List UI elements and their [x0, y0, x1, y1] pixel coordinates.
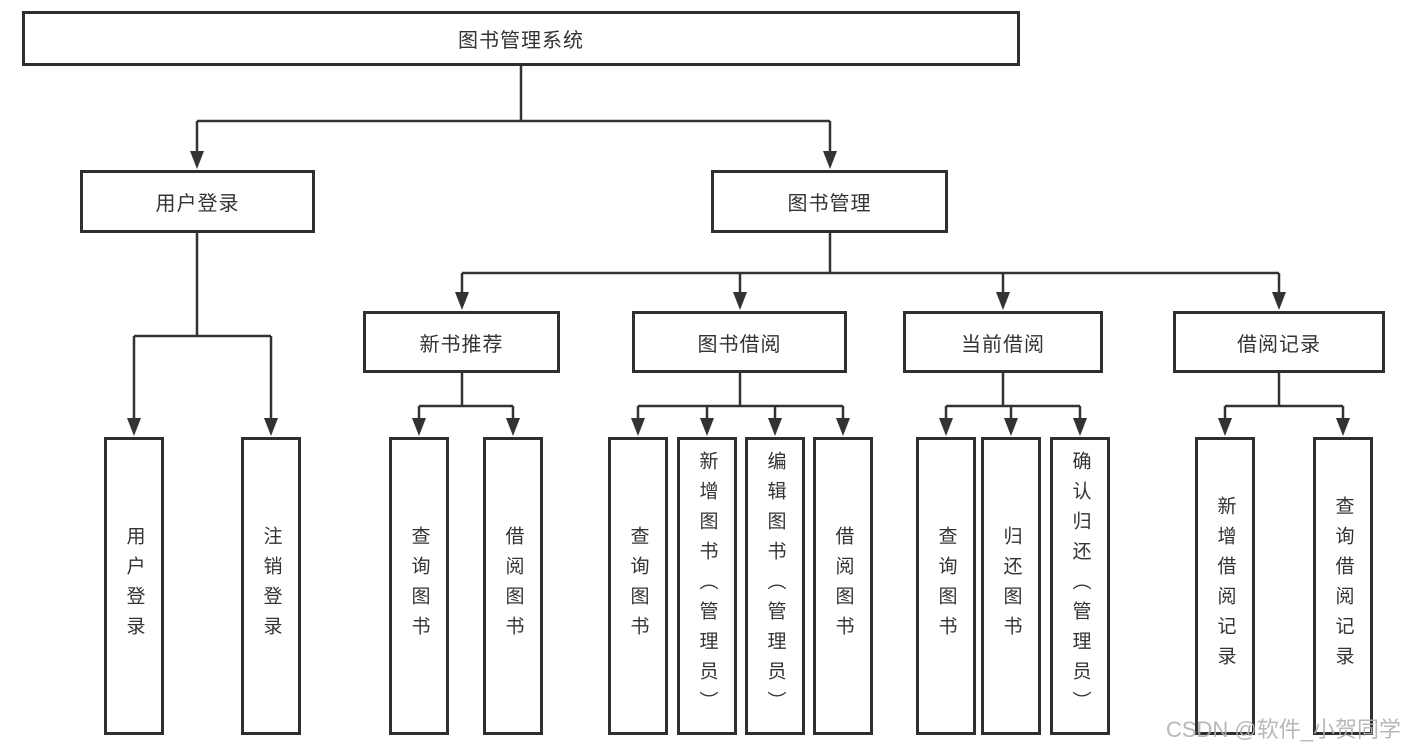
node-book-management: 图书管理 [711, 170, 948, 233]
leaf-label: 新增图书（管理员） [696, 451, 718, 721]
leaf-label: 编辑图书（管理员） [764, 451, 786, 721]
leaf-label: 查询图书 [408, 526, 430, 646]
node-user-login: 用户登录 [80, 170, 315, 233]
node-label: 图书借阅 [697, 333, 782, 356]
leaf-label: 查询借阅记录 [1332, 496, 1354, 676]
leaf-label: 借阅图书 [502, 526, 524, 646]
leaf-query-books-borrow: 查询图书 [608, 437, 668, 735]
node-new-book-recommend: 新书推荐 [363, 311, 560, 373]
leaf-return-books: 归还图书 [981, 437, 1041, 735]
connector-root-branch [190, 66, 837, 169]
leaf-borrow-books-recommend: 借阅图书 [483, 437, 543, 735]
csdn-watermark: CSDN @软件_小贺同学 [1165, 717, 1401, 742]
node-library-system: 图书管理系统 [22, 11, 1020, 66]
node-current-borrow: 当前借阅 [903, 311, 1103, 373]
connector-new-book-branch [412, 373, 520, 436]
leaf-edit-books-admin: 编辑图书（管理员） [745, 437, 805, 735]
connector-borrow-records-branch [1218, 373, 1350, 436]
leaf-user-login: 用户登录 [104, 437, 164, 735]
leaf-label: 借阅图书 [832, 526, 854, 646]
leaf-confirm-return-admin: 确认归还（管理员） [1050, 437, 1110, 735]
leaf-add-borrow-record: 新增借阅记录 [1195, 437, 1255, 735]
node-label: 图书管理 [787, 193, 872, 215]
node-label: 借阅记录 [1237, 333, 1321, 356]
connector-book-borrow-branch [631, 373, 850, 436]
connector-book-management-branch [455, 233, 1286, 310]
leaf-label: 新增借阅记录 [1214, 496, 1236, 676]
leaf-label: 查询图书 [627, 526, 649, 646]
leaf-logout: 注销登录 [241, 437, 301, 735]
leaf-query-books-current: 查询图书 [916, 437, 976, 735]
leaf-label: 归还图书 [1000, 526, 1022, 646]
node-label: 图书管理系统 [458, 30, 584, 52]
node-book-borrow: 图书借阅 [632, 311, 847, 373]
connector-current-borrow-branch [939, 373, 1087, 436]
connector-user-login-branch [127, 233, 278, 436]
node-label: 新书推荐 [419, 333, 504, 356]
node-label: 当前借阅 [961, 333, 1045, 356]
leaf-label: 确认归还（管理员） [1069, 451, 1091, 721]
leaf-label: 用户登录 [123, 526, 145, 646]
leaf-query-books-recommend: 查询图书 [389, 437, 449, 735]
node-label: 用户登录 [155, 193, 240, 215]
leaf-borrow-books: 借阅图书 [813, 437, 873, 735]
leaf-query-borrow-record: 查询借阅记录 [1313, 437, 1373, 735]
node-borrow-records: 借阅记录 [1173, 311, 1385, 373]
leaf-add-books-admin: 新增图书（管理员） [677, 437, 737, 735]
leaf-label: 查询图书 [935, 526, 957, 646]
leaf-label: 注销登录 [260, 526, 282, 646]
